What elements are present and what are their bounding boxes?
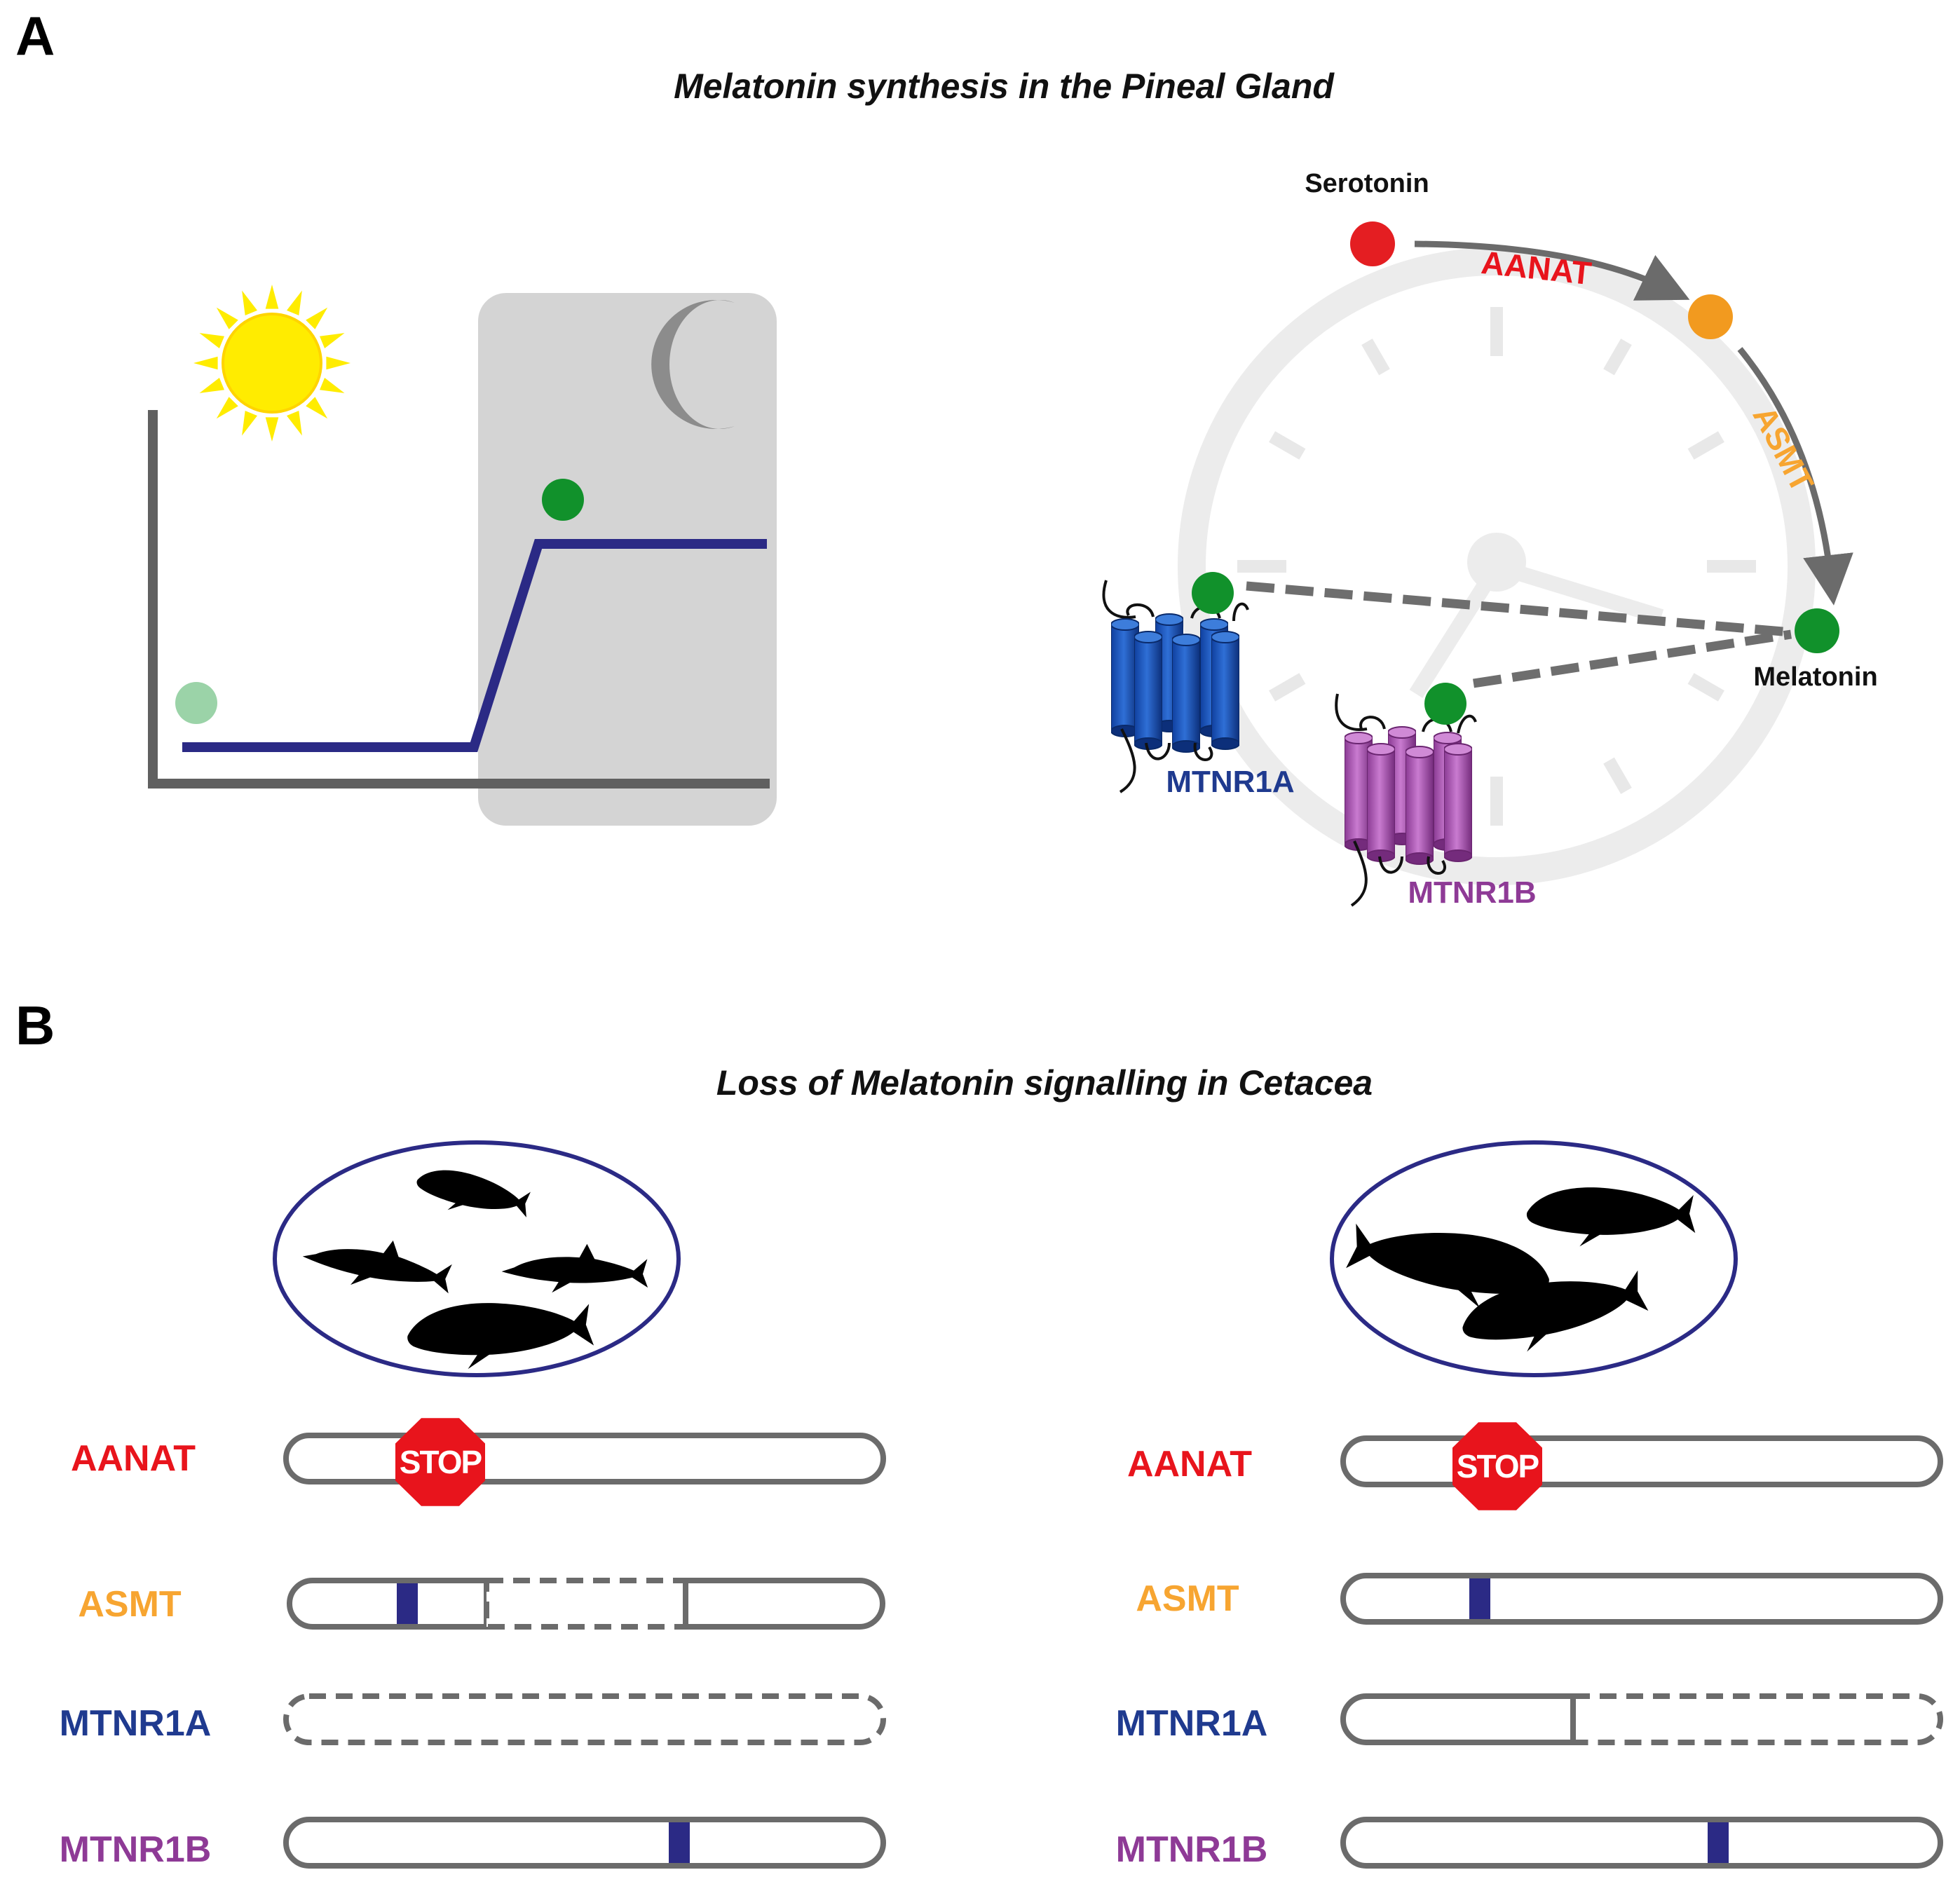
melatonin-low-dot	[175, 682, 217, 724]
mtnr1a-binding-line	[1246, 581, 1792, 637]
right-mtnr1a-label: MTNR1A	[1116, 1703, 1268, 1744]
melatonin-dot	[1795, 608, 1839, 653]
clock-tick	[1687, 673, 1724, 702]
plot-axes	[148, 410, 770, 789]
left-mtnr1b-gene	[283, 1817, 886, 1869]
moon-icon	[651, 299, 735, 429]
mtnr1a-receptor-label: MTNR1A	[1166, 765, 1294, 799]
serotonin-label: Serotonin	[1305, 169, 1429, 198]
sun-ray	[320, 378, 345, 393]
aanat-enzyme-label: AANAT	[1480, 244, 1593, 292]
stop-sign-icon: STOP	[395, 1418, 485, 1506]
clock-tick	[1603, 757, 1632, 794]
clock-tick	[1269, 431, 1306, 460]
right-aanat-gene: STOP	[1340, 1422, 1943, 1510]
frameshift-mark	[1708, 1822, 1729, 1863]
frameshift-mark	[1469, 1578, 1490, 1619]
right-asmt-label: ASMT	[1136, 1578, 1239, 1619]
right-asmt-gene	[1340, 1573, 1943, 1625]
left-mtnr1a-label: MTNR1A	[60, 1703, 212, 1744]
sun-ray	[306, 397, 328, 419]
sun-ray	[242, 290, 257, 315]
left-mtnr1a-gene	[283, 1693, 886, 1745]
mtnr1b-receptor-icon: MTNR1B	[1335, 683, 1537, 910]
left-mtnr1b-label: MTNR1B	[60, 1829, 212, 1870]
sun-ray	[199, 333, 224, 348]
right-mtnr1a-gene	[1340, 1693, 1943, 1745]
melatonin-level-line	[182, 539, 767, 752]
mtnr1b-binding-line	[1473, 629, 1792, 688]
asmt-arrow	[1737, 347, 1853, 606]
clock-tick	[1361, 339, 1390, 376]
left-aanat-label: AANAT	[71, 1438, 196, 1479]
stop-sign-icon: STOP	[1452, 1422, 1542, 1510]
clock-tick	[1603, 339, 1632, 376]
sun-ray	[199, 378, 224, 393]
sun-ray	[242, 411, 257, 436]
panel-a-title: Melatonin synthesis in the Pineal Gland	[674, 67, 1335, 106]
left-asmt-gene	[287, 1578, 885, 1630]
sun-ray	[326, 356, 351, 370]
frameshift-mark	[397, 1583, 418, 1624]
sun-ray	[216, 397, 238, 419]
sun-ray	[320, 333, 345, 348]
melatonin-label: Melatonin	[1753, 662, 1877, 692]
sun-ray	[265, 285, 279, 309]
baleen-whales-icon	[1330, 1140, 1738, 1377]
toothed-whales-icon	[273, 1140, 681, 1377]
right-aanat-label: AANAT	[1127, 1444, 1252, 1484]
melatonin-high-dot	[542, 479, 584, 521]
mtnr1a-melatonin-dot	[1192, 572, 1234, 614]
serotonin-dot	[1350, 221, 1395, 266]
synthesis-pathway: Serotonin Melatonin AANAT ASMT	[1246, 169, 1878, 692]
sun-ray	[193, 356, 218, 370]
mtnr1a-receptor-icon: MTNR1A	[1102, 572, 1295, 799]
right-mtnr1b-label: MTNR1B	[1116, 1829, 1268, 1870]
frameshift-mark	[669, 1822, 690, 1863]
left-asmt-label: ASMT	[78, 1584, 182, 1625]
day-night-plot	[148, 285, 777, 826]
clock-tick	[1687, 431, 1724, 460]
panel-a-letter: A	[15, 5, 55, 67]
panel-b-title: Loss of Melatonin signalling in Cetacea	[716, 1063, 1373, 1103]
asmt-enzyme-label: ASMT	[1746, 400, 1821, 498]
mtnr1b-melatonin-dot	[1424, 683, 1466, 725]
intermediate-dot	[1688, 294, 1733, 339]
stop-text: STOP	[400, 1444, 482, 1480]
right-mtnr1b-gene	[1340, 1817, 1943, 1869]
sun-ray	[216, 307, 238, 329]
sun-ray	[287, 290, 302, 315]
mtnr1b-receptor-label: MTNR1B	[1408, 875, 1536, 910]
clock-tick	[1269, 673, 1306, 702]
sun-ray	[265, 417, 279, 442]
panel-b-letter: B	[15, 995, 55, 1056]
sun-icon	[193, 285, 351, 442]
stop-text: STOP	[1457, 1448, 1539, 1484]
aanat-arrow	[1414, 240, 1690, 301]
sun-ray	[287, 411, 302, 436]
sun-ray	[306, 307, 328, 329]
night-box	[478, 293, 777, 826]
left-aanat-gene: STOP	[283, 1418, 886, 1506]
